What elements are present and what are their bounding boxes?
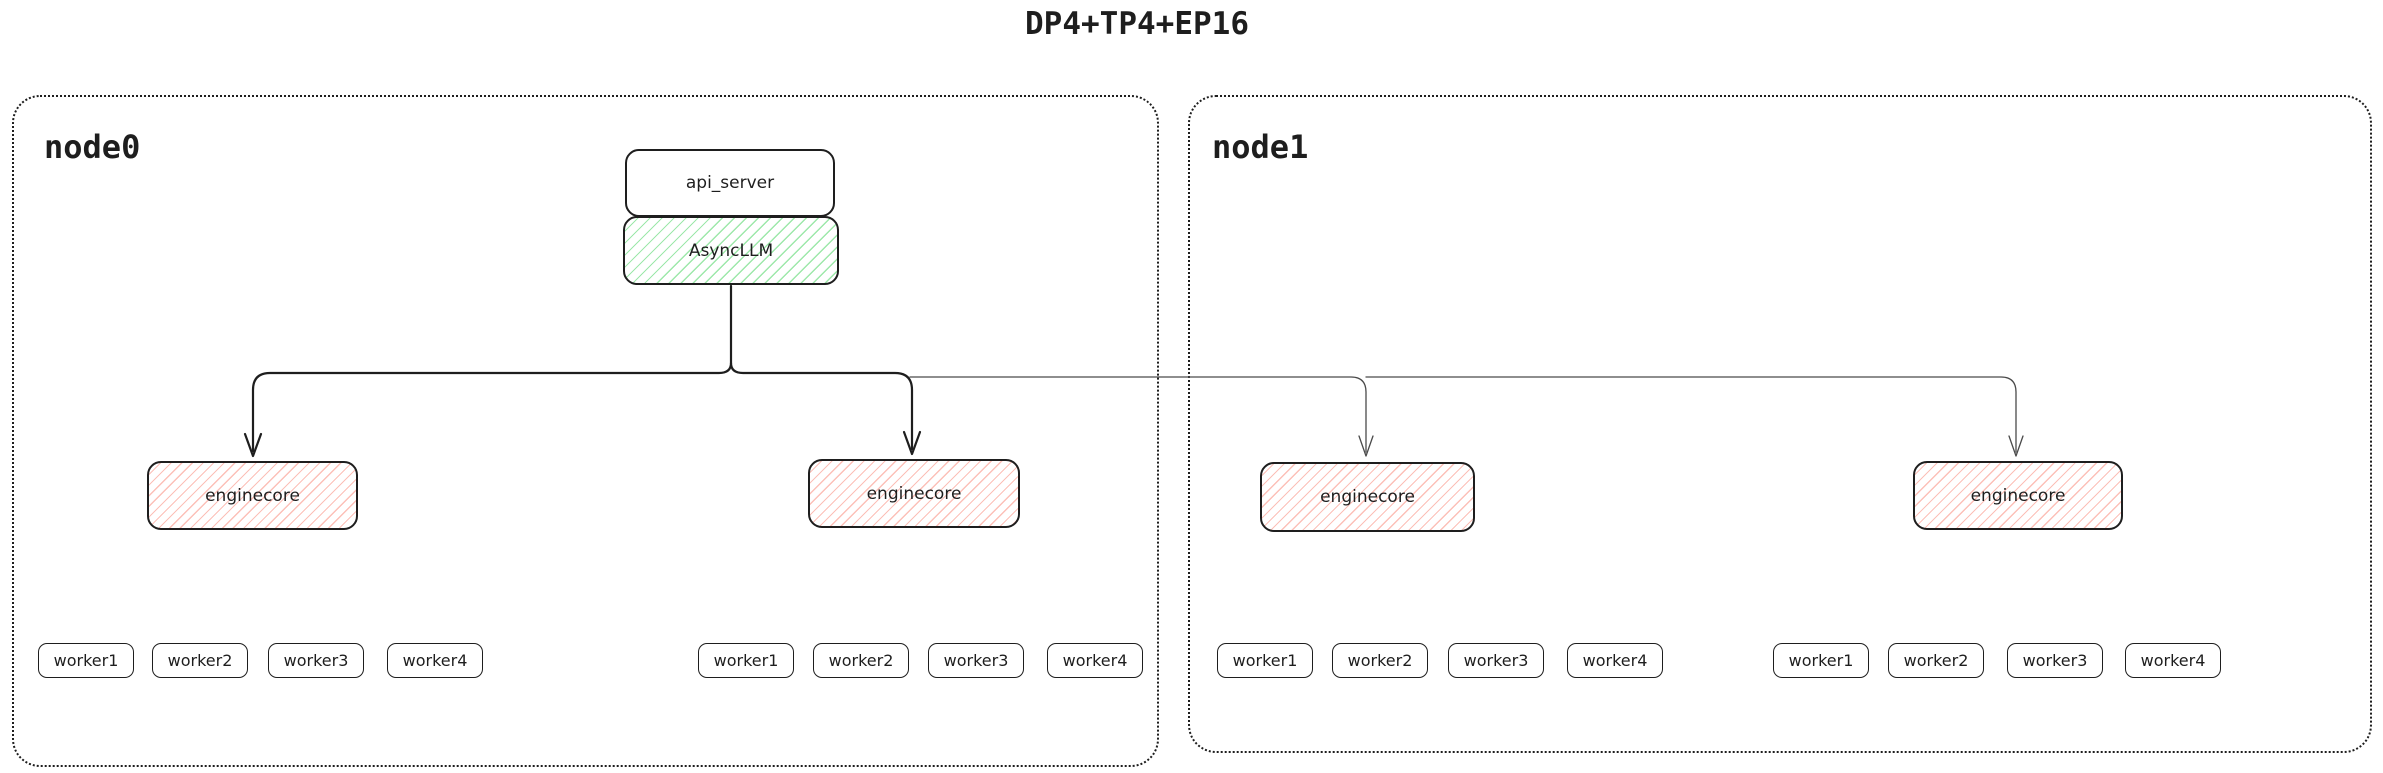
enginecore-label: enginecore [1320,487,1415,507]
worker-label: worker1 [53,651,119,670]
worker-box[interactable]: worker1 [698,643,794,678]
enginecore-box-4[interactable]: enginecore [1913,461,2123,530]
worker-label: worker4 [1582,651,1648,670]
enginecore-label: enginecore [205,485,300,506]
enginecore-box-3[interactable]: enginecore [1260,462,1475,532]
api-server-box[interactable]: api_server [625,149,835,217]
worker-label: worker4 [402,651,468,670]
worker-label: worker1 [713,651,779,670]
worker-label: worker2 [167,651,233,670]
enginecore-label: enginecore [1970,485,2066,506]
api-server-label: api_server [685,173,775,193]
worker-label: worker4 [1062,651,1128,670]
worker-label: worker1 [1788,651,1854,670]
enginecore-box-2[interactable]: enginecore [808,459,1020,528]
worker-box[interactable]: worker2 [1888,643,1984,678]
worker-label: worker2 [1347,651,1413,670]
worker-box[interactable]: worker2 [152,643,248,678]
asyncllm-box[interactable]: AsyncLLM [623,216,839,285]
worker-box[interactable]: worker2 [813,643,909,678]
worker-box[interactable]: worker1 [1217,643,1313,678]
diagram-title: DP4+TP4+EP16 [1025,6,1249,42]
worker-box[interactable]: worker3 [1448,643,1544,678]
node0-label: node0 [44,128,141,166]
worker-label: worker1 [1232,651,1298,670]
worker-box[interactable]: worker3 [2007,643,2103,678]
worker-label: worker3 [283,651,349,670]
worker-box[interactable]: worker4 [387,643,483,678]
worker-label: worker4 [2140,651,2206,670]
worker-box[interactable]: worker3 [928,643,1024,678]
node1-label: node1 [1212,128,1309,166]
worker-box[interactable]: worker4 [1047,643,1143,678]
worker-label: worker3 [2022,651,2088,670]
worker-label: worker3 [943,651,1009,670]
worker-box[interactable]: worker4 [2125,643,2221,678]
worker-box[interactable]: worker4 [1567,643,1663,678]
worker-box[interactable]: worker1 [38,643,134,678]
worker-label: worker3 [1463,651,1529,670]
worker-label: worker2 [828,651,894,670]
worker-box[interactable]: worker1 [1773,643,1869,678]
worker-box[interactable]: worker2 [1332,643,1428,678]
enginecore-label: enginecore [866,483,962,504]
worker-label: worker2 [1903,651,1969,670]
asyncllm-label: AsyncLLM [688,240,774,261]
worker-box[interactable]: worker3 [268,643,364,678]
enginecore-box-1[interactable]: enginecore [147,461,358,530]
